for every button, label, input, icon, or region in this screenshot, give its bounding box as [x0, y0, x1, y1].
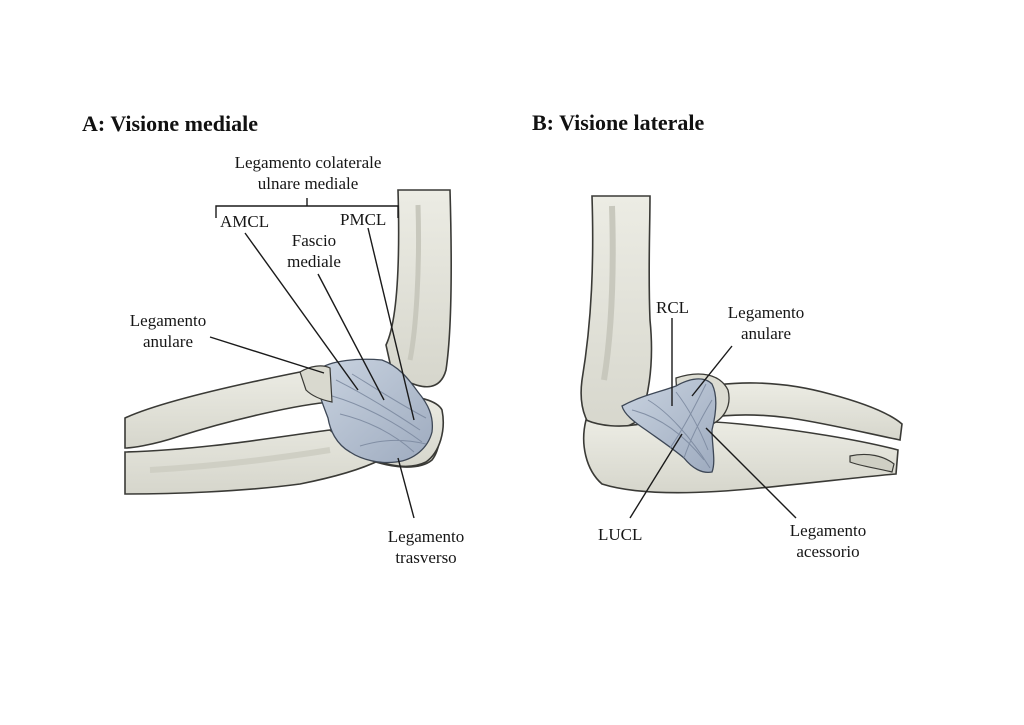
ligament-fibers-b — [631, 383, 713, 469]
anulare-b-line1: Legamento — [727, 303, 805, 322]
ulna-a-shade — [149, 447, 331, 473]
leader-amcl — [244, 232, 359, 391]
rcl-label: RCL — [656, 298, 690, 317]
leader-anulare-b — [691, 345, 733, 397]
ulna-b-tip — [849, 453, 895, 473]
lucl-label: LUCL — [598, 525, 643, 544]
leader-pmcl — [367, 227, 415, 421]
pmcl-label: PMCL — [340, 210, 387, 229]
leader-accessorio — [705, 427, 797, 519]
radial-head-a — [299, 365, 333, 403]
fascio-label-line1: Fascio — [291, 231, 337, 250]
leader-lucl — [629, 433, 683, 519]
anulare-b-label: Legamento anulare — [716, 302, 816, 344]
fascio-mediale-label: Fascio mediale — [272, 230, 356, 272]
panel-b-illustration — [580, 195, 903, 494]
panel-b-title: B: Visione laterale — [532, 110, 705, 135]
anulare-a-label: Legamento anulare — [118, 310, 218, 352]
trasverso-label: Legamento trasverso — [376, 526, 476, 568]
ligament-complex-b — [621, 378, 717, 474]
fascio-label-line2: mediale — [287, 252, 341, 271]
accessorio-line1: Legamento — [789, 521, 867, 540]
mucl-bracket — [215, 198, 399, 218]
accessorio-line2: acessorio — [796, 542, 860, 561]
mucl-label-line2: ulnare mediale — [257, 174, 359, 193]
leader-trasverso — [397, 457, 415, 519]
accessorio-label: Legamento acessorio — [776, 520, 880, 562]
anulare-b-line2: anulare — [740, 324, 792, 343]
panel-a-leader-lines — [209, 198, 415, 519]
amcl-label: AMCL — [220, 212, 270, 231]
panel-a-illustration — [124, 189, 452, 495]
radius-b — [688, 382, 903, 441]
ligament-fibers-a — [331, 373, 427, 453]
panel-b-leader-lines — [629, 318, 797, 519]
anulare-a-line1: Legamento — [129, 311, 207, 330]
panel-a-title: A: Visione mediale — [82, 111, 258, 136]
trasverso-line1: Legamento — [387, 527, 465, 546]
mucl-label-line1: Legamento colaterale — [234, 153, 382, 172]
trasverso-line2: trasverso — [395, 548, 457, 567]
humerus-a-shade — [407, 204, 422, 361]
leader-fascio — [317, 273, 385, 401]
humerus-b-shade — [601, 205, 616, 381]
leader-anulare-a — [209, 336, 325, 374]
anulare-a-line2: anulare — [142, 332, 194, 351]
mucl-label: Legamento colaterale ulnare mediale — [220, 152, 396, 194]
